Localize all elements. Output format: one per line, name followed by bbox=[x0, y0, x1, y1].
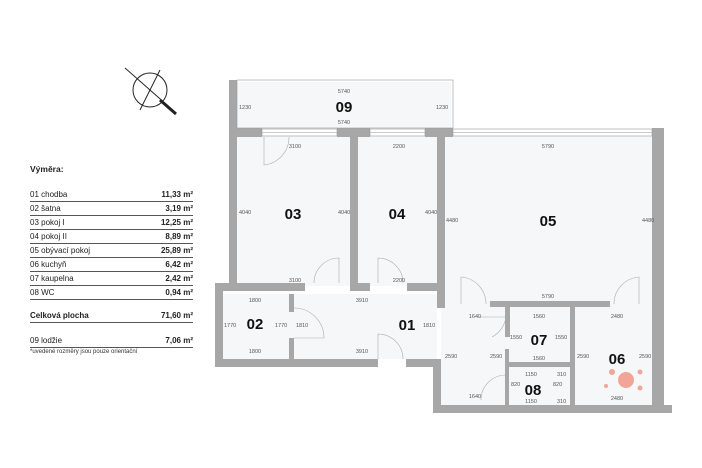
dim: 1550 bbox=[510, 335, 522, 341]
room-name: 05 obývací pokoj bbox=[30, 246, 91, 255]
dim: 2590 bbox=[639, 354, 651, 360]
room-name: 01 chodba bbox=[30, 190, 68, 199]
room-name: 04 pokoj II bbox=[30, 232, 67, 241]
loggia-value: 7,06 m² bbox=[165, 336, 193, 345]
legend-title: Výměra: bbox=[30, 164, 64, 174]
legend-row: 06 kuchyň 6,42 m² bbox=[30, 259, 193, 272]
dim: 5740 bbox=[338, 120, 350, 126]
dim: 4040 bbox=[425, 210, 437, 216]
room-label-08: 08 bbox=[525, 382, 542, 399]
doors bbox=[263, 136, 640, 401]
total-value: 71,60 m² bbox=[160, 311, 193, 320]
dim: 2480 bbox=[611, 396, 623, 402]
dim: 2590 bbox=[445, 354, 457, 360]
dim: 1640 bbox=[469, 314, 481, 320]
dim: 4040 bbox=[338, 210, 350, 216]
dim: 5790 bbox=[542, 144, 554, 150]
watermark-splash bbox=[604, 369, 643, 391]
room-area: 2,42 m² bbox=[165, 274, 193, 283]
dim: 310 bbox=[557, 399, 566, 405]
loggia-label: 09 lodžie bbox=[30, 336, 63, 345]
room-name: 08 WC bbox=[30, 288, 55, 297]
dim: 1810 bbox=[296, 323, 308, 329]
legend-row: 05 obývací pokoj 25,89 m² bbox=[30, 245, 193, 258]
room-name: 06 kuchyň bbox=[30, 260, 67, 269]
dim: 1550 bbox=[555, 335, 567, 341]
dimensions: 5740 5740 1230 1230 3100 3100 2200 2200 … bbox=[224, 89, 654, 405]
legend-total: Celková plocha 71,60 m² bbox=[30, 310, 193, 323]
legend-row: 08 WC 0,94 m² bbox=[30, 287, 193, 300]
dim: 3100 bbox=[289, 278, 301, 284]
dim: 1150 bbox=[525, 372, 537, 378]
legend-note: *uvedené rozměry jsou pouze orientační bbox=[30, 349, 138, 355]
room-area: 6,42 m² bbox=[165, 260, 193, 269]
dim: 1800 bbox=[249, 298, 261, 304]
dim: 2200 bbox=[393, 144, 405, 150]
dim: 1810 bbox=[423, 323, 435, 329]
dim: 3910 bbox=[356, 349, 368, 355]
windows bbox=[236, 79, 653, 137]
room-label-05: 05 bbox=[540, 213, 557, 230]
dim: 1770 bbox=[275, 323, 287, 329]
room-label-09: 09 bbox=[336, 99, 353, 116]
room-area: 3,19 m² bbox=[165, 204, 193, 213]
room-label-03: 03 bbox=[285, 206, 302, 223]
dim: 1230 bbox=[239, 105, 251, 111]
dim: 1640 bbox=[469, 394, 481, 400]
room-label-07: 07 bbox=[531, 332, 548, 349]
dim: 820 bbox=[553, 382, 562, 388]
floor-areas bbox=[222, 82, 653, 405]
room-name: 03 pokoj I bbox=[30, 218, 65, 227]
dim: 310 bbox=[557, 372, 566, 378]
legend-row: 04 pokoj II 8,89 m² bbox=[30, 231, 193, 244]
room-area: 0,94 m² bbox=[165, 288, 193, 297]
dim: 3100 bbox=[289, 144, 301, 150]
dim: 1150 bbox=[525, 399, 537, 405]
room-area: 12,25 m² bbox=[160, 218, 193, 227]
area-legend: Výměra: 01 chodba 11,33 m² 02 šatna 3,19 m²… bbox=[30, 164, 193, 355]
dim: 1560 bbox=[533, 314, 545, 320]
dim: 2200 bbox=[393, 278, 405, 284]
room-label-04: 04 bbox=[389, 206, 406, 223]
dim: 1770 bbox=[224, 323, 236, 329]
dim: 2480 bbox=[611, 314, 623, 320]
dim: 4480 bbox=[446, 218, 458, 224]
room-area: 11,33 m² bbox=[161, 190, 193, 199]
dim: 1230 bbox=[436, 105, 448, 111]
legend-row: 03 pokoj I 12,25 m² bbox=[30, 217, 193, 230]
room-label-01: 01 bbox=[399, 317, 416, 334]
room-area: 8,89 m² bbox=[165, 232, 193, 241]
dim: 5740 bbox=[338, 89, 350, 95]
walls bbox=[215, 80, 672, 413]
dim: 2590 bbox=[490, 354, 502, 360]
dim: 2590 bbox=[577, 354, 589, 360]
compass-icon bbox=[124, 67, 177, 116]
legend-row: 07 kaupelna 2,42 m² bbox=[30, 273, 193, 286]
dim: 4480 bbox=[642, 218, 654, 224]
dim: 1560 bbox=[533, 356, 545, 362]
dim: 820 bbox=[511, 382, 520, 388]
dim: 1800 bbox=[249, 349, 261, 355]
dim: 4040 bbox=[239, 210, 251, 216]
dim: 3910 bbox=[356, 298, 368, 304]
dim: 5790 bbox=[542, 294, 554, 300]
room-name: 07 kaupelna bbox=[30, 274, 74, 283]
room-area: 25,89 m² bbox=[160, 246, 193, 255]
room-name: 02 šatna bbox=[30, 204, 61, 213]
legend-loggia: 09 lodžie 7,06 m² bbox=[30, 335, 193, 348]
room-label-02: 02 bbox=[247, 316, 264, 333]
legend-row: 02 šatna 3,19 m² bbox=[30, 203, 193, 216]
legend-row: 01 chodba 11,33 m² bbox=[30, 189, 193, 202]
total-label: Celková plocha bbox=[30, 311, 89, 320]
room-label-06: 06 bbox=[609, 351, 626, 368]
